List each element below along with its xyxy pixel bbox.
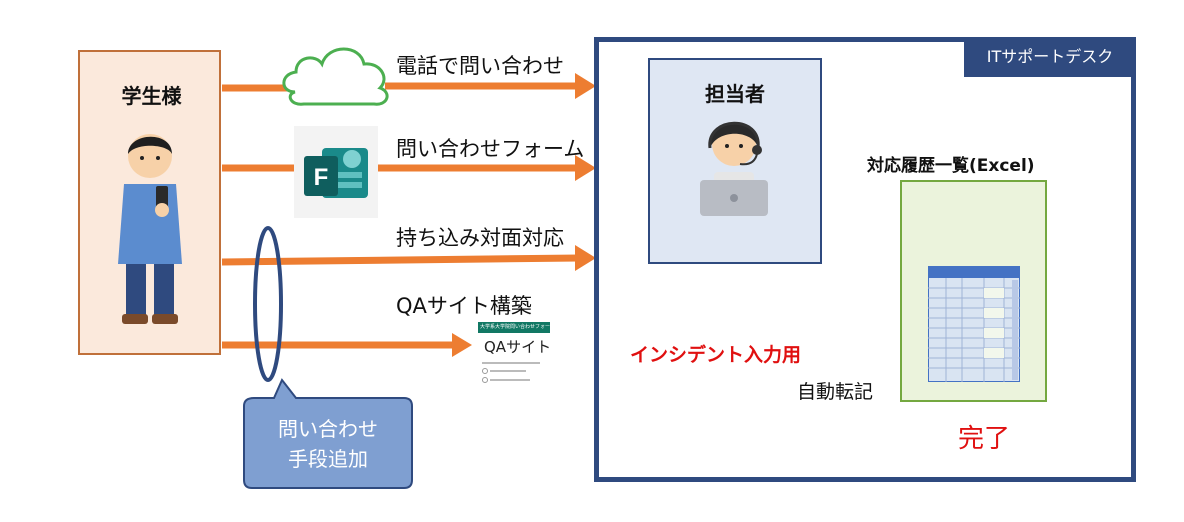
svg-text:F: F — [314, 164, 329, 191]
qa-site-arrow — [222, 333, 472, 357]
excel-history-box — [900, 180, 1047, 402]
it-support-desk-label: ITサポートデスク — [964, 37, 1136, 77]
callout-bubble — [243, 378, 413, 489]
forms-app-tile: F — [294, 126, 378, 218]
cloud-icon — [282, 47, 389, 106]
qa-thumbnail-line — [490, 370, 526, 372]
done-label: 完了 — [958, 424, 1011, 454]
phone-arrow — [222, 73, 596, 99]
in-person-arrow — [221, 245, 596, 271]
student-title: 学生様 — [121, 84, 182, 108]
qa-thumbnail-title: QAサイト — [484, 338, 552, 356]
staff-title: 担当者 — [705, 82, 765, 106]
qa-radio-icon — [482, 377, 488, 383]
qa-site-thumbnail: 大学系大学院問い合わせフォーム QAサイト — [478, 322, 556, 386]
form-arrow — [222, 155, 596, 181]
qa-thumbnail-line — [490, 379, 530, 381]
auto-transfer-label: 自動転記 — [797, 381, 874, 403]
operator-icon — [700, 121, 768, 216]
staff-box: 担当者 — [648, 58, 822, 264]
channel-label-form: 問い合わせフォーム — [396, 137, 585, 161]
callout-line-1: 問い合わせ — [278, 417, 378, 441]
qa-radio-icon — [482, 368, 488, 374]
student-box: 学生様 — [78, 50, 221, 355]
forms-icon: F — [304, 148, 368, 198]
callout-line-2: 手段追加 — [288, 447, 368, 471]
qa-thumbnail-line — [482, 362, 540, 364]
qa-thumbnail-header: 大学系大学院問い合わせフォーム — [478, 322, 550, 333]
new-channels-ellipse — [253, 226, 283, 382]
spreadsheet-icon — [928, 266, 1020, 382]
callout-text: 問い合わせ 手段追加 — [243, 414, 413, 474]
channel-label-qa-site: QAサイト構築 — [396, 294, 532, 318]
incident-label: インシデント入力用 — [630, 344, 802, 366]
channel-label-phone: 電話で問い合わせ — [396, 54, 564, 78]
history-label: 対応履歴一覧(Excel) — [867, 156, 1035, 176]
channel-label-in-person: 持ち込み対面対応 — [396, 226, 564, 250]
student-illustration-icon — [118, 134, 182, 324]
